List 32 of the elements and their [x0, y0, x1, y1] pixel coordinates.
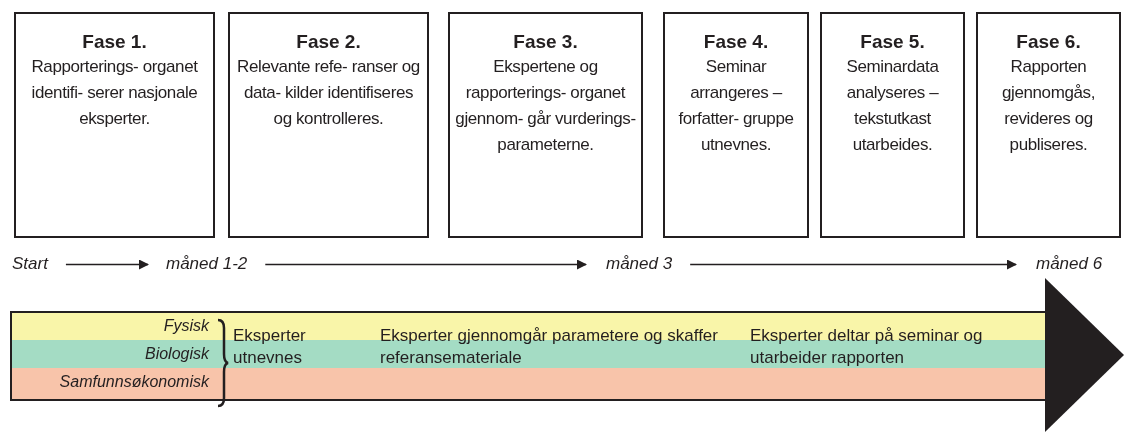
phase-description: Rapporterings- organet identifi- serer nasjonale eksperter. — [30, 56, 199, 130]
phase-description: Ekspertene og rapporterings- organet gjennom- går vurderings- parameterne. — [454, 56, 637, 156]
phase-description: Relevante refe- ranser og data- kilder identifiseres og kontrolleres. — [236, 56, 421, 130]
arrow — [65, 259, 149, 270]
phase-description: Seminar arrangeres – forfatter- gruppe utnevnes. — [677, 56, 795, 156]
time-label: måned 3 — [606, 253, 686, 275]
phase-box — [976, 12, 1121, 238]
band-label: Samfunnsøkonomisk — [58, 372, 209, 392]
discipline-band — [10, 368, 1045, 400]
phase-description: Seminardata analyseres – tekstutkast utarbeides. — [845, 56, 940, 156]
time-label: Start — [12, 253, 56, 275]
phase-box — [14, 12, 215, 238]
arrow — [264, 259, 587, 270]
stage-description: Eksperter utnevnes — [233, 325, 307, 369]
band-label: Fysisk — [162, 316, 209, 336]
time-label: måned 6 — [1036, 253, 1122, 275]
phase-box — [820, 12, 965, 238]
phase-description: Rapporten gjennomgås, revideres og publiseres. — [1001, 56, 1096, 156]
stage-description: Eksperter gjennomgår parametere og skaffer referansemateriale — [380, 325, 719, 369]
stage-description: Eksperter deltar på seminar og utarbeider rapporten — [750, 325, 984, 369]
phase-heading: Fase 1. — [82, 30, 147, 54]
phase-box — [228, 12, 429, 238]
phase-box — [663, 12, 809, 238]
phase-heading: Fase 6. — [1016, 30, 1081, 54]
phase-heading: Fase 5. — [860, 30, 925, 54]
time-label: måned 1-2 — [166, 253, 266, 275]
phase-heading: Fase 4. — [703, 30, 769, 54]
band-label: Biologisk — [143, 344, 209, 364]
phase-heading: Fase 2. — [296, 30, 361, 54]
arrow — [689, 259, 1017, 270]
phase-box — [448, 12, 643, 238]
phase-heading: Fase 3. — [513, 30, 578, 54]
